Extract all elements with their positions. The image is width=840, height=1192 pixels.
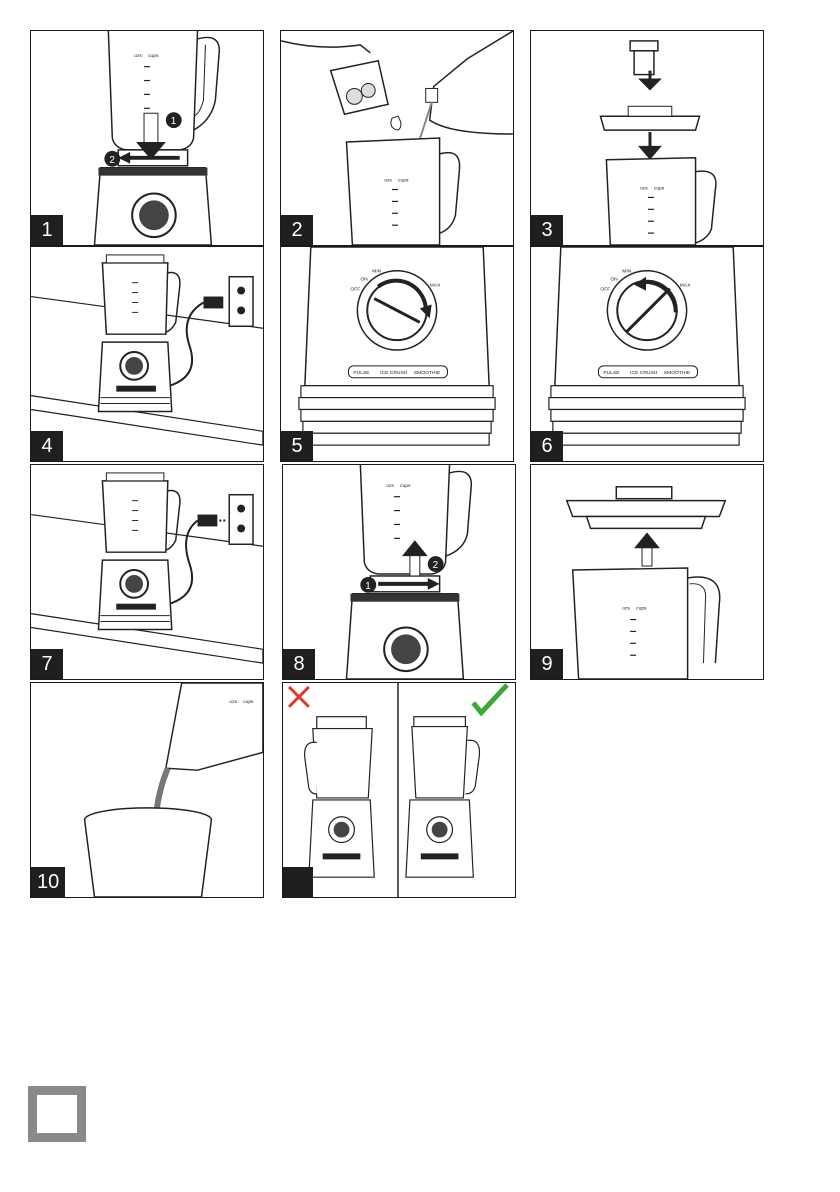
- svg-text:ozs: ozs: [384, 179, 392, 184]
- step-9-panel: ozs cups 9: [530, 464, 764, 680]
- svg-text:OFF: OFF: [350, 287, 360, 293]
- svg-text:ON: ON: [610, 277, 618, 283]
- pour-drink-illustration: ozs cups: [31, 683, 263, 897]
- lid-check-comparison-illustration: [283, 683, 515, 897]
- svg-text:ozs: ozs: [229, 700, 237, 705]
- svg-text:ozs: ozs: [134, 54, 142, 59]
- step-4-panel: 4: [30, 246, 264, 462]
- step-10-panel: ozs cups 10: [30, 682, 264, 898]
- remove-jar-illustration: ozs cups 1 2: [283, 465, 515, 679]
- svg-text:MAX: MAX: [430, 283, 441, 289]
- step-11-panel: [282, 682, 516, 898]
- remove-lid-illustration: ozs cups: [531, 465, 763, 679]
- cross-icon: [289, 687, 309, 707]
- svg-text:ozs: ozs: [640, 187, 648, 192]
- svg-text:MIN: MIN: [372, 269, 381, 275]
- step-8-panel: ozs cups 1 2 8: [282, 464, 516, 680]
- svg-text:OFF: OFF: [600, 287, 610, 293]
- svg-text:ozs: ozs: [386, 484, 394, 489]
- svg-text:ICE CRUSH: ICE CRUSH: [630, 370, 658, 376]
- dial-turn-on-illustration: OFF ON MIN MAX PULSE ICE CRUSH SMOOTHIE: [281, 247, 513, 461]
- svg-text:ICE CRUSH: ICE CRUSH: [380, 370, 408, 376]
- svg-text:SMOOTHIE: SMOOTHIE: [664, 370, 691, 376]
- step-number: 6: [531, 431, 563, 461]
- svg-text:cups: cups: [636, 607, 647, 612]
- step-3-panel: ozs cups 3: [530, 30, 764, 246]
- svg-text:cups: cups: [148, 54, 159, 59]
- step-number: 9: [531, 649, 563, 679]
- svg-text:cups: cups: [398, 179, 409, 184]
- step-number: 10: [31, 867, 65, 897]
- svg-text:2: 2: [433, 560, 439, 571]
- step-number: 8: [283, 649, 315, 679]
- svg-text:PULSE: PULSE: [603, 370, 620, 376]
- language-tab-inner: [37, 1095, 77, 1133]
- plug-in-illustration: [31, 247, 263, 461]
- step-2-panel: ozs cups 2: [280, 30, 514, 246]
- language-tab: [28, 1086, 86, 1142]
- svg-text:cups: cups: [654, 187, 665, 192]
- svg-text:MIN: MIN: [622, 269, 631, 275]
- unplug-illustration: [31, 465, 263, 679]
- step-number: 3: [531, 215, 563, 245]
- step-1-panel: ozs cups 1 2 1: [30, 30, 264, 246]
- step-7-panel: 7: [30, 464, 264, 680]
- svg-text:SMOOTHIE: SMOOTHIE: [414, 370, 441, 376]
- svg-text:ON: ON: [360, 277, 368, 283]
- svg-text:ozs: ozs: [622, 607, 630, 612]
- check-icon: [473, 685, 507, 713]
- svg-text:PULSE: PULSE: [353, 370, 370, 376]
- svg-text:2: 2: [109, 155, 115, 166]
- step-number: 4: [31, 431, 63, 461]
- attach-lid-illustration: ozs cups: [531, 31, 763, 245]
- step-number: 2: [281, 215, 313, 245]
- svg-text:1: 1: [365, 581, 371, 592]
- blender-jar-lock-illustration: ozs cups 1 2: [31, 31, 263, 245]
- dial-turn-off-illustration: OFF ON MIN MAX PULSE ICE CRUSH SMOOTHIE: [531, 247, 763, 461]
- step-5-panel: OFF ON MIN MAX PULSE ICE CRUSH SMOOTHIE …: [280, 246, 514, 462]
- step-6-panel: OFF ON MIN MAX PULSE ICE CRUSH SMOOTHIE …: [530, 246, 764, 462]
- step-number: [283, 867, 313, 897]
- svg-text:cups: cups: [243, 700, 254, 705]
- svg-text:MAX: MAX: [680, 283, 691, 289]
- step-number: 7: [31, 649, 63, 679]
- svg-text:1: 1: [171, 116, 177, 127]
- pour-ingredients-illustration: ozs cups: [281, 31, 513, 245]
- svg-text:cups: cups: [400, 484, 411, 489]
- step-number: 1: [31, 215, 63, 245]
- step-number: 5: [281, 431, 313, 461]
